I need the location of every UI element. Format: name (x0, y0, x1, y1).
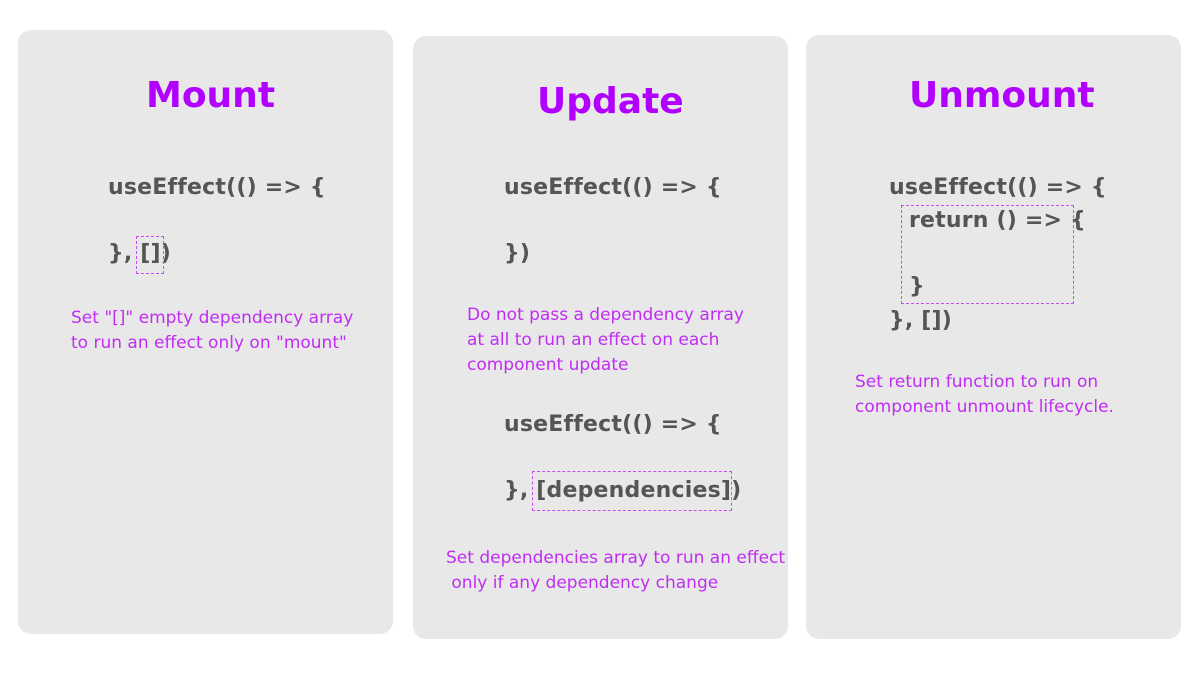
unmount-code-close: }, []) (889, 308, 953, 333)
mount-note-line-1: Set "[]" empty dependency array (71, 308, 354, 328)
update-code1-open: useEffect(() => { (504, 175, 722, 200)
mount-note: Set "[]" empty dependency array to run a… (71, 306, 353, 356)
update-code2-close-suffix: ) (731, 478, 742, 503)
unmount-card: Unmount useEffect(() => { return () => {… (806, 35, 1181, 639)
unmount-code-return: return () => { (909, 208, 1086, 233)
update-code2-open: useEffect(() => { (504, 412, 722, 437)
mount-code-close: }, []) (108, 236, 172, 274)
update-note1-line-2: at all to run an effect on each (467, 330, 720, 350)
mount-code-close-suffix: ) (160, 241, 172, 266)
update-card: Update useEffect(() => { }) Do not pass … (413, 36, 788, 639)
mount-title: Mount (146, 75, 276, 116)
mount-deps-dashed-box (136, 236, 164, 274)
update-note1: Do not pass a dependency array at all to… (467, 303, 744, 378)
unmount-note-line-1: Set return function to run on (855, 372, 1099, 392)
unmount-note-line-2: component unmount lifecycle. (855, 397, 1114, 417)
update-title: Update (537, 81, 684, 122)
update-deps-text: [dependencies] (536, 478, 732, 503)
update-code2-close: }, [dependencies]) (504, 471, 742, 511)
mount-code-close-prefix: }, (108, 241, 141, 266)
update-note2: Set dependencies array to run an effect … (446, 546, 785, 596)
update-note1-line-1: Do not pass a dependency array (467, 305, 744, 325)
mount-deps-text: [] (140, 241, 161, 266)
unmount-title: Unmount (909, 75, 1095, 116)
update-note1-line-3: component update (467, 355, 629, 375)
mount-card: Mount useEffect(() => { }, []) Set "[]" … (18, 30, 393, 634)
update-deps-highlight: [dependencies] (532, 471, 733, 511)
update-code2-close-prefix: }, (504, 478, 537, 503)
update-deps-dashed-box (532, 471, 733, 511)
unmount-return-dashed-box (901, 205, 1074, 304)
mount-note-line-2: to run an effect only on "mount" (71, 333, 347, 353)
unmount-note: Set return function to run on component … (855, 370, 1114, 420)
mount-code-open: useEffect(() => { (108, 175, 326, 200)
update-note2-line-1: Set dependencies array to run an effect (446, 548, 786, 568)
mount-deps-highlight: [] (136, 236, 164, 274)
update-note2-line-2: only if any dependency change (446, 573, 719, 593)
unmount-code-return-close: } (909, 274, 925, 299)
update-code1-close: }) (504, 241, 531, 266)
unmount-code-open: useEffect(() => { (889, 175, 1107, 200)
